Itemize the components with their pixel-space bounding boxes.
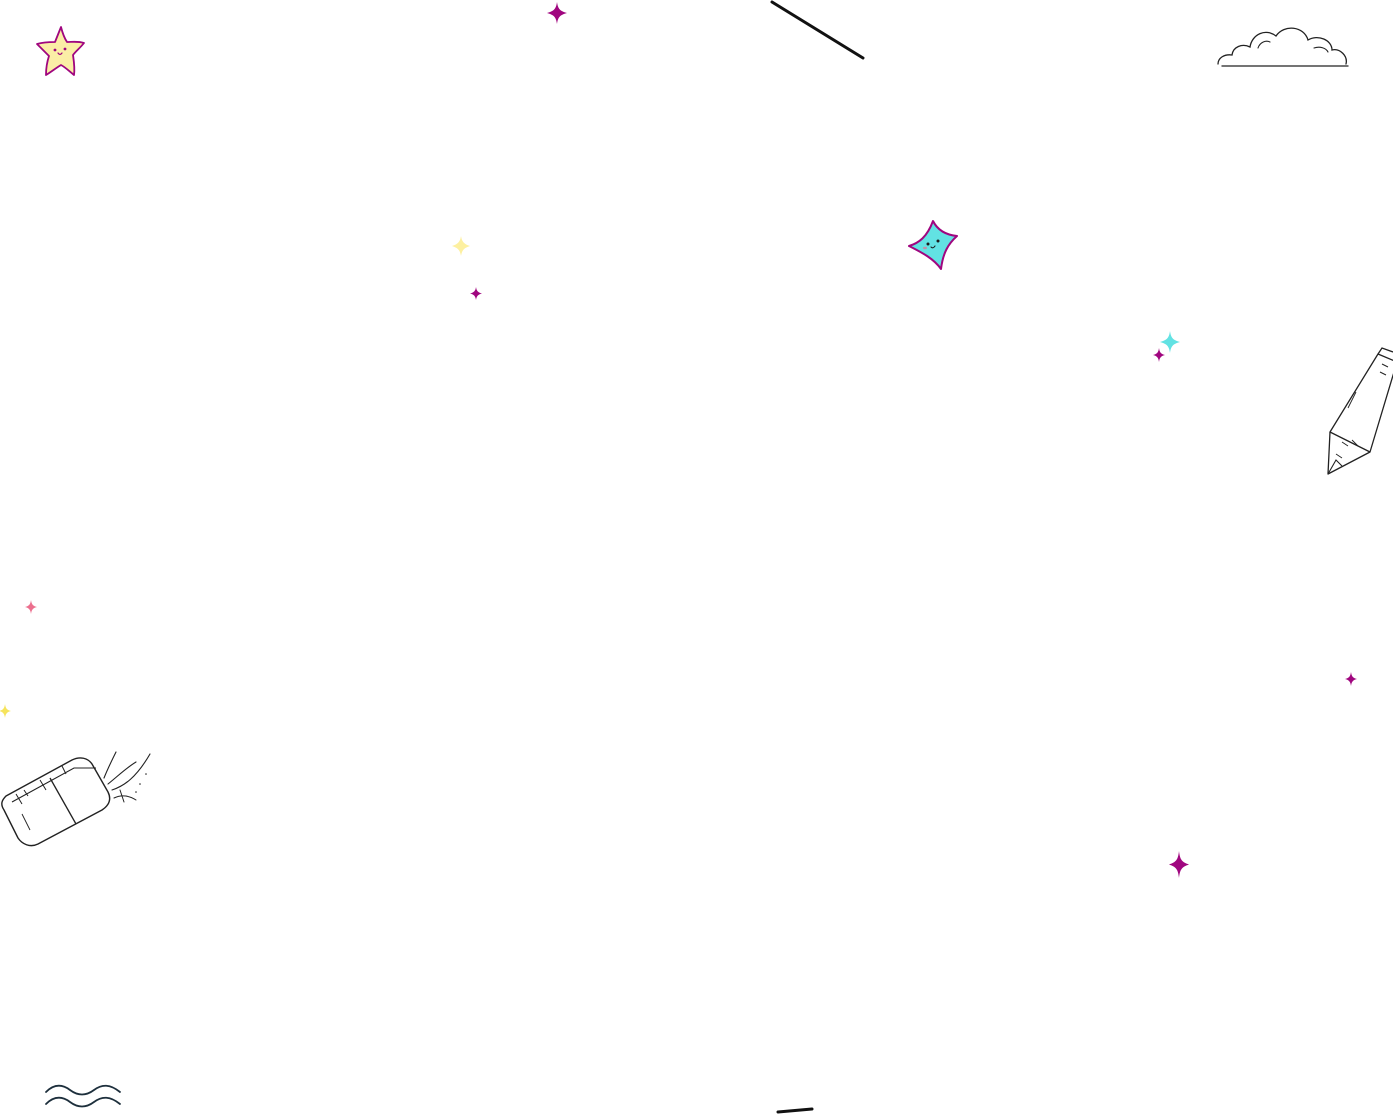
sparkle-icon: [1345, 672, 1357, 686]
sparkle-icon: [1153, 348, 1165, 362]
line-stroke: [770, 0, 865, 60]
sparkle-icon: [452, 236, 470, 256]
kawaii-star-icon: [36, 26, 85, 76]
sparkle-icon: [547, 2, 567, 24]
sparkle-icon: [1169, 851, 1189, 878]
sparkle-icon: [470, 287, 482, 300]
kawaii-diamond-sparkle-icon: [908, 220, 958, 270]
pencil-icon: [1327, 347, 1393, 475]
eraser-icon: [1, 751, 151, 847]
sparkle-icon: [25, 600, 37, 614]
cloud-icon: [1217, 27, 1349, 67]
sparkle-icon: [1160, 331, 1180, 353]
line-stroke: [776, 1107, 814, 1114]
wave-lines-icon: [45, 1084, 121, 1108]
sparkle-icon: [0, 704, 11, 718]
